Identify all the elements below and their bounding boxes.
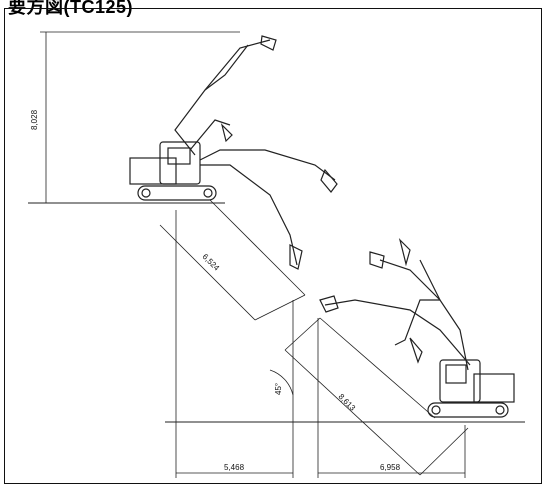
slope-lower-end-tick [419, 427, 469, 476]
slope-lower-tick [284, 317, 321, 351]
slope-lower-diagonal [284, 349, 421, 476]
slope-upper-label: 6,524 [201, 252, 222, 273]
excavator-lower-icon [319, 238, 515, 418]
slope-upper-diagonal [209, 199, 306, 296]
excavator-upper-icon [129, 35, 338, 270]
horizontal-left-label: 5,468 [224, 463, 245, 472]
drawing-frame [4, 8, 542, 484]
angle-label: 45° [274, 383, 283, 395]
slope-lower-label: 8,613 [337, 392, 358, 413]
horizontal-right-label: 6,958 [380, 463, 401, 472]
slope-upper-extension-a [159, 224, 256, 321]
height-label: 8,028 [30, 109, 39, 130]
slope-lower-extension [319, 317, 436, 419]
angle-arc [269, 369, 294, 396]
slope-upper-tick [254, 294, 306, 321]
